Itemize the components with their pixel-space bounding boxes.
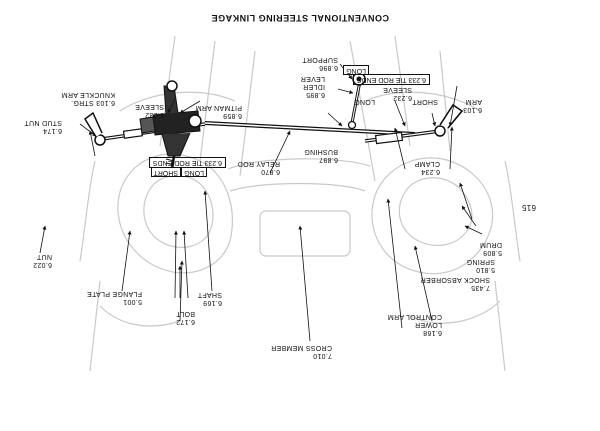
ghost-chassis (79, 35, 521, 372)
label-sleeve-right: 6.232 SLEEVE (382, 86, 412, 101)
label-long: LONG (353, 98, 375, 105)
label-relay-rod: 6.870 RELAY ROD (237, 160, 280, 175)
label-sleeve-left: 6.232 SLEEVE (134, 103, 164, 118)
diagram-title: CONVENTIONAL STEERING LINKAGE (211, 13, 389, 23)
label-shock-absorber: 7.435 SHOCK ABSORBER (420, 276, 490, 291)
idler-lever (347, 72, 366, 130)
label-short: SHORT (412, 98, 438, 105)
label-spring: 5.810 SPRING (466, 258, 495, 273)
label-arm-right: 6.103 ARM (462, 98, 482, 113)
label-idler-lever: 6.895 IDLER LEVER (300, 75, 325, 98)
tie-rod-ends-right-tag: LONG (343, 65, 369, 75)
label-bolt: 6.172 BOLT (175, 310, 195, 325)
page-number: 615 (521, 203, 536, 212)
label-bushing: 6.897 BUSHING (304, 148, 338, 163)
tie-rod-ends-left-tag-short: SHORT (150, 167, 181, 177)
label-flange-plate: 5.001 FLANGE PLATE (86, 290, 142, 305)
label-nut: 6.022 NUT (32, 253, 52, 268)
tie-rod-ends-left-callout: LONG SHORT 6.233 TIE ROD ENDS (148, 157, 226, 177)
label-knuckle-arm: 6.103 STRG. KNUCKLE ARM (61, 91, 115, 106)
label-clamp: 6.234 CLAMP (414, 160, 440, 175)
label-pitman-arm: 6.859 PITMAN ARM (195, 104, 242, 119)
tie-rod-ends-left-tag-long: LONG (181, 167, 207, 177)
steering-gear-box (139, 80, 202, 170)
label-support: 6.896 SUPPORT (302, 56, 338, 71)
label-drum: 5.809 DRUM (479, 241, 502, 256)
relay-rod (204, 121, 416, 136)
label-lower-control-arm: 6.168 LOWER CONTROL ARM (387, 313, 442, 336)
label-cross-member: 7.010 CROSS MEMBER (270, 344, 332, 359)
label-stud-nut: 6.174 STUD NUT (24, 119, 62, 134)
tie-rod-left-assembly (364, 103, 464, 145)
label-shaft: 6.169 SHAFT (197, 291, 222, 306)
leader-lines (39, 63, 483, 342)
tie-rod-ends-right-callout: 6.233 TIE ROD ENDS LONG (343, 65, 430, 85)
